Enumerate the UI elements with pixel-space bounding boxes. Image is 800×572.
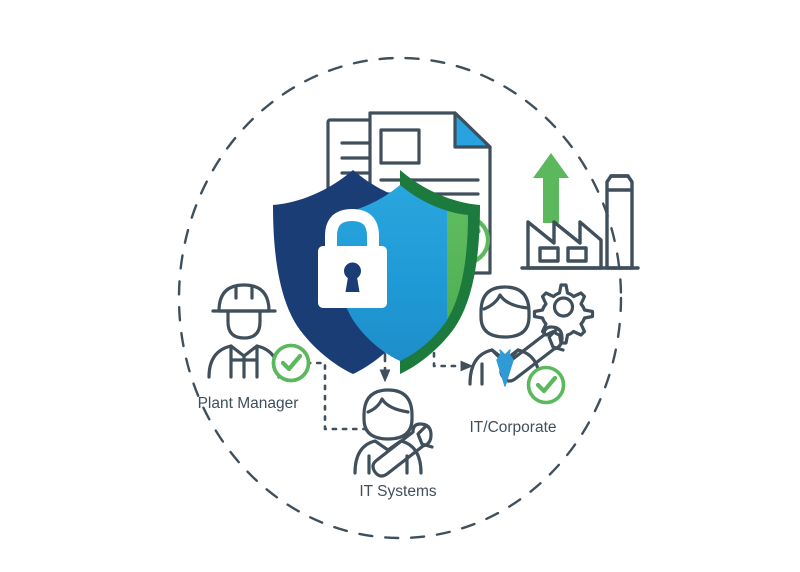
it-corporate-icon [468,283,595,386]
necktie-icon [496,349,514,387]
label-it-systems: IT Systems [359,483,436,500]
growth-arrow-icon [533,153,569,223]
security-shield-icon [273,170,480,374]
it-corporate-verified-check-icon [526,365,566,405]
padlock-icon [318,208,387,308]
it-systems-icon [353,388,434,478]
plant-manager-icon [207,283,281,379]
label-plant-manager: Plant Manager [198,395,299,412]
factory-icon [520,174,640,270]
dashed-boundary-ellipse [177,56,623,540]
plant-manager-verified-check-icon [271,343,311,383]
gear-icon [532,283,595,345]
label-it-corporate: IT/Corporate [469,419,556,436]
connector-plant-manager-to-it-systems [305,361,368,431]
